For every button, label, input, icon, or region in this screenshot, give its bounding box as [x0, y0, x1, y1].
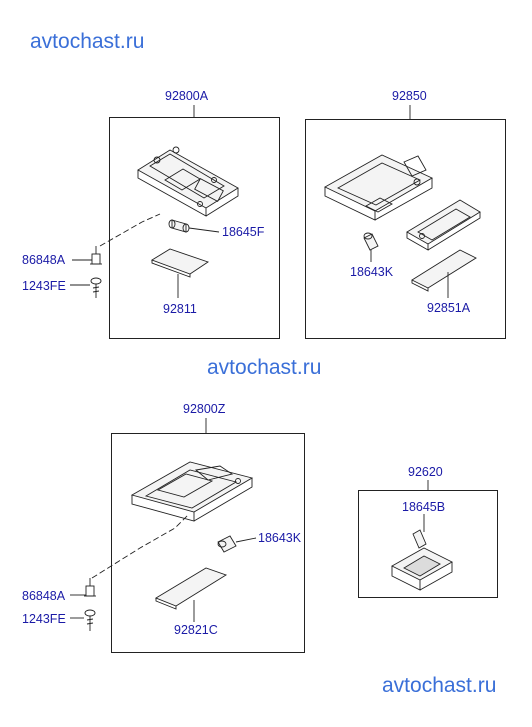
part-label-18645B: 18645B [402, 500, 446, 514]
group-label-92850: 92850 [392, 89, 427, 103]
part-label-92851A: 92851A [427, 301, 471, 315]
part-label-18643K-upper: 18643K [350, 265, 394, 279]
lamp-housing-92800Z [130, 461, 254, 522]
lens-92811 [150, 248, 210, 298]
lamp-housing-92800A [137, 146, 239, 217]
group-92800A-frame [109, 117, 280, 339]
group-92800Z-frame [111, 433, 305, 653]
lamp-housing-92850 [324, 154, 433, 221]
group-92620-frame [358, 490, 498, 598]
watermark-top: avtochast.ru [30, 30, 145, 53]
fastener-guide-92800A [99, 213, 161, 247]
bulb-18645B [412, 514, 427, 549]
group-label-92800Z: 92800Z [183, 402, 226, 416]
part-label-18643K-lower: 18643K [258, 531, 302, 545]
lamp-unit-92850 [406, 199, 481, 251]
group-label-92800A: 92800A [165, 89, 209, 103]
bulb-18645F [168, 219, 220, 233]
bulb-18643K-lower [217, 535, 257, 553]
group-label-92620: 92620 [408, 465, 443, 479]
part-label-86848A-top: 86848A [22, 253, 66, 267]
lamp-unit-92620 [391, 547, 453, 591]
watermark-bottom: avtochast.ru [382, 674, 497, 697]
bolt-1243FE-top [70, 277, 102, 298]
part-label-86848A-bottom: 86848A [22, 589, 66, 603]
watermark-middle: avtochast.ru [207, 356, 322, 379]
part-label-1243FE-bottom: 1243FE [22, 612, 66, 626]
part-label-92811: 92811 [163, 302, 197, 316]
bolt-1243FE-bottom [70, 609, 96, 631]
lens-92821C [154, 567, 228, 622]
screw-86848A-bottom [70, 578, 96, 597]
part-label-92821C: 92821C [174, 623, 218, 637]
part-label-1243FE-top: 1243FE [22, 279, 66, 293]
bulb-18643K-upper [363, 232, 379, 262]
screw-86848A-top [72, 246, 102, 265]
group-92850-frame [305, 119, 506, 339]
fastener-guide-92800Z [91, 514, 189, 579]
part-label-18645F: 18645F [222, 225, 265, 239]
lens-92851A [411, 249, 477, 298]
